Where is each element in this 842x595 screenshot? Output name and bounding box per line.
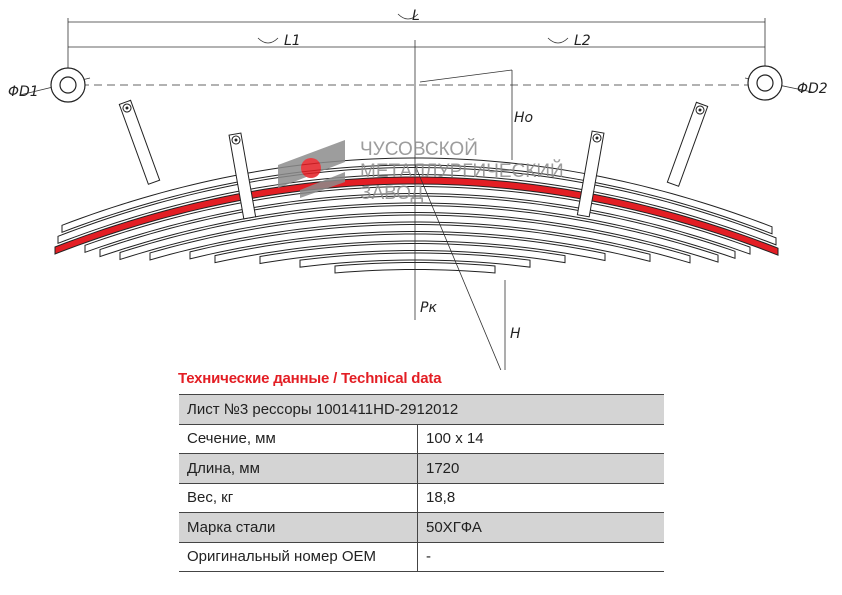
- watermark-logo: ЧУСОВСКОЙ МЕТАЛЛУРГИЧЕСКИЙ ЗАВОД: [278, 138, 564, 204]
- row-label: Сечение, мм: [179, 424, 418, 454]
- leaf-spring-drawing: ЧУСОВСКОЙ МЕТАЛЛУРГИЧЕСКИЙ ЗАВОД L L1 L2…: [8, 8, 828, 370]
- dim-D2: ΦD2: [797, 81, 828, 97]
- part-name: Лист №3 рессоры 1001411HD-2912012: [179, 394, 664, 425]
- technical-data-table: Лист №3 рессоры 1001411HD-2912012 Сечени…: [179, 394, 664, 572]
- spring-leaf: [99, 195, 736, 259]
- table-header-row: Лист №3 рессоры 1001411HD-2912012: [179, 394, 664, 425]
- spring-leaf: [189, 224, 651, 262]
- spring-leaf: [259, 243, 566, 265]
- row-label: Длина, мм: [179, 453, 418, 484]
- spring-clamp: [666, 101, 709, 187]
- spring-clamps: [118, 99, 709, 220]
- dim-D1: ΦD1: [8, 84, 39, 100]
- dim-L1: L1: [284, 33, 301, 49]
- dim-H: H: [510, 326, 521, 342]
- row-value: 18,8: [417, 483, 664, 513]
- eyes: [50, 65, 783, 103]
- spring-leaf: [119, 205, 719, 263]
- spring-leaf: [214, 233, 606, 264]
- highlighted-leaf-3: [54, 176, 779, 256]
- watermark-line3: ЗАВОД: [360, 183, 424, 204]
- row-value: 100 x 14: [417, 424, 664, 454]
- dim-Pk: Pк: [420, 300, 437, 316]
- technical-data-title: Технические данные / Technical data: [178, 370, 442, 387]
- spring-leaf: [149, 214, 691, 264]
- row-label: Вес, кг: [179, 483, 418, 513]
- row-value: -: [417, 542, 664, 572]
- watermark-line1: ЧУСОВСКОЙ: [360, 138, 478, 160]
- dim-L: L: [412, 8, 420, 24]
- spring-clamp: [228, 132, 257, 220]
- dim-L2: L2: [574, 33, 591, 49]
- dimension-lines: [19, 13, 813, 370]
- row-label: Оригинальный номер OEM: [179, 542, 418, 572]
- spring-leaf: [299, 252, 531, 268]
- spring-clamp: [118, 99, 161, 185]
- table-row: Оригинальный номер OEM-: [179, 542, 664, 572]
- row-value: 50ХГФА: [417, 512, 664, 543]
- watermark-line2: МЕТАЛЛУРГИЧЕСКИЙ: [360, 160, 564, 182]
- dim-Ho: Ho: [514, 110, 533, 126]
- row-label: Марка стали: [179, 512, 418, 543]
- row-value: 1720: [417, 453, 664, 484]
- spring-clamp: [576, 130, 605, 218]
